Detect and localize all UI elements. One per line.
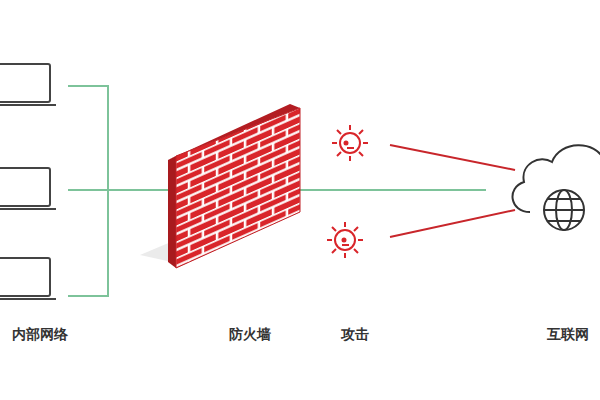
network-label: 内部网络 (12, 326, 68, 344)
internet-cloud (513, 145, 600, 230)
firewall-wall (140, 104, 300, 268)
firewall-label: 防火墙 (229, 326, 271, 344)
virus-icons (327, 125, 368, 258)
attack-lines (390, 145, 515, 237)
internet-label: 互联网 (547, 326, 589, 344)
internal-wires (68, 86, 486, 296)
laptop-icons (0, 64, 56, 299)
attack-label: 攻击 (341, 326, 369, 344)
